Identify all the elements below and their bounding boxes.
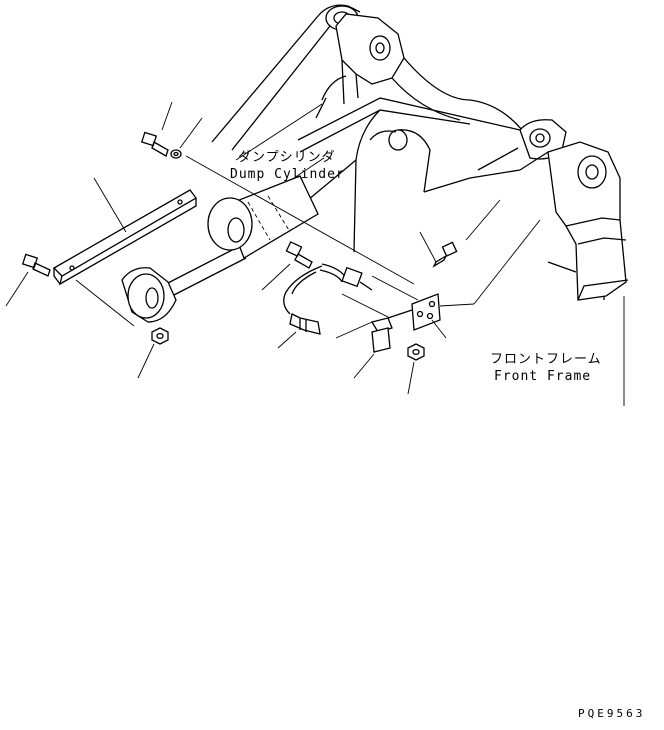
sensor-rod [52, 189, 197, 286]
front-frame [211, 4, 629, 406]
sensor-harness [283, 263, 373, 335]
dump-cylinder [121, 175, 319, 323]
nut-lower-right [407, 343, 425, 361]
bolt-left [21, 253, 51, 277]
dump-cylinder-label-jp: ダンプシリンダ [238, 150, 336, 165]
dump-cylinder-label-en: Dump Cylinder [230, 167, 345, 182]
drawing-code: PQE9563 [578, 707, 646, 720]
nut-lower-left [151, 327, 169, 345]
bolt-top-left [140, 131, 182, 159]
front-frame-label-jp: フロントフレーム [490, 352, 602, 367]
bolt-center [285, 241, 313, 269]
front-frame-label-en: Front Frame [494, 369, 592, 384]
bolt-right [432, 241, 458, 268]
bracket-plate [370, 293, 441, 353]
leader-lines [5, 101, 541, 395]
